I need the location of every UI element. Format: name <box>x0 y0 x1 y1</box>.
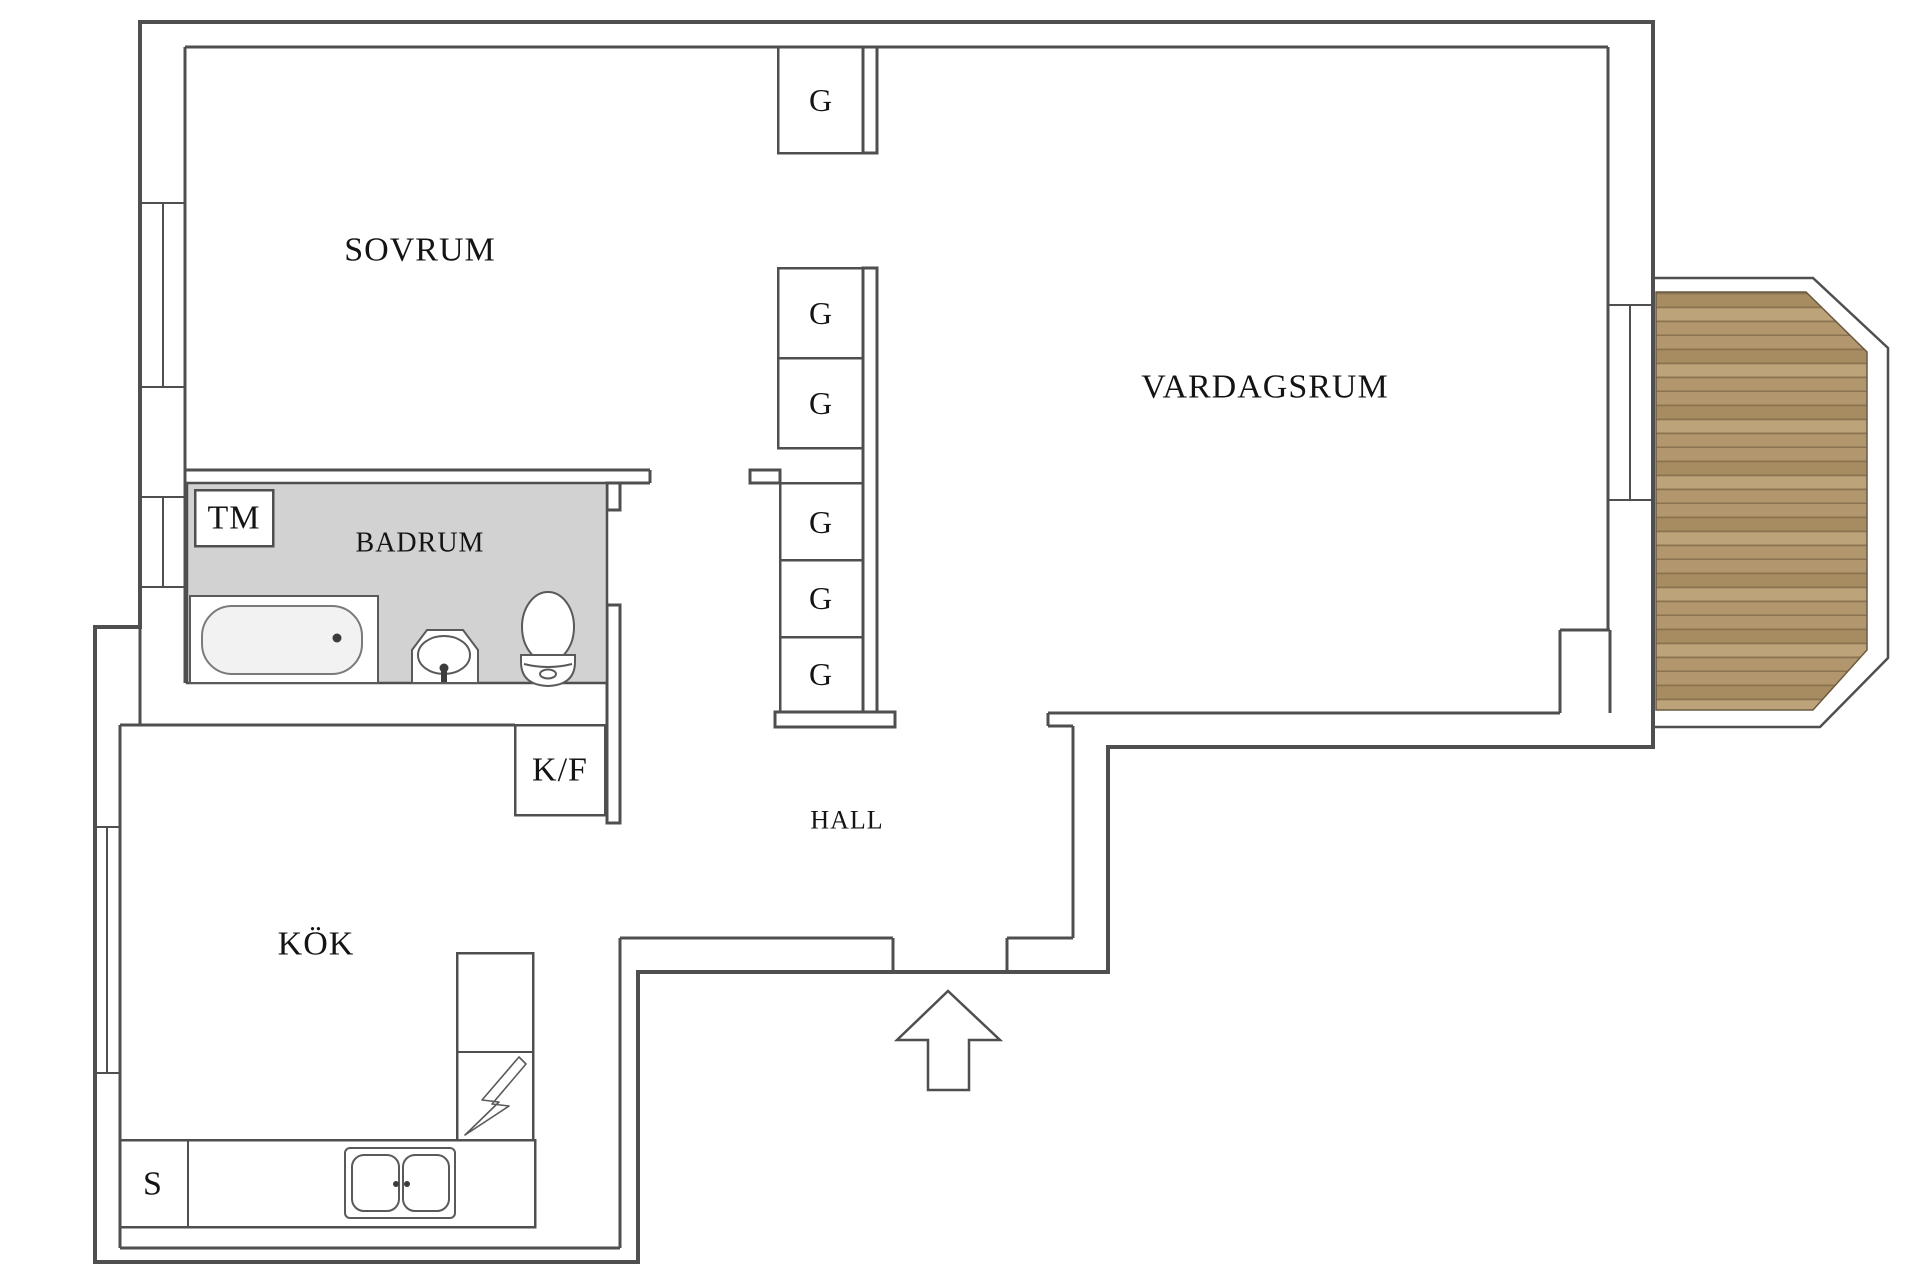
kitchen-label: KÖK <box>278 926 355 963</box>
hall-label: HALL <box>810 806 883 835</box>
pantry-label: S <box>143 1166 163 1203</box>
bedroom-label: SOVRUM <box>344 232 495 269</box>
entrance-arrow-icon <box>893 989 1004 1092</box>
balcony <box>1651 276 1890 729</box>
washing-machine-label: TM <box>208 500 261 537</box>
wardrobe-3-label: G <box>809 385 833 421</box>
wardrobe-1-label: G <box>809 82 833 118</box>
hall-wall-base <box>773 710 897 729</box>
outer-wall <box>93 20 1655 1264</box>
wardrobes: G G G G G G <box>748 45 897 729</box>
bathtub <box>189 595 379 684</box>
bedroom-window <box>140 202 185 388</box>
wardrobe-6 <box>778 635 865 714</box>
wardrobe-5-label: G <box>809 580 833 616</box>
fridge-freezer-label: K/F <box>532 752 588 789</box>
hall-wall-stub <box>748 468 782 485</box>
wardrobe-4-label: G <box>809 504 833 540</box>
kitchen: K/F S <box>118 723 607 1229</box>
kitchen-counter: S <box>118 1138 537 1229</box>
wardrobe-1 <box>776 45 865 155</box>
bathroom: TM BADRUM <box>185 481 609 688</box>
kitchen-window <box>95 826 120 1074</box>
stove-unit <box>455 951 535 1142</box>
kitchen-sink <box>344 1147 456 1219</box>
hall-east-wall <box>861 266 879 714</box>
balcony-deck <box>1655 291 1868 711</box>
balcony-door-window <box>1608 304 1653 501</box>
toilet <box>520 591 576 688</box>
windows <box>95 202 1653 1074</box>
wardrobe-3 <box>776 356 865 450</box>
wardrobe-5 <box>778 558 865 639</box>
wardrobe-2 <box>776 266 865 360</box>
bathroom-label: BADRUM <box>356 528 485 559</box>
washing-machine <box>193 488 275 548</box>
toilet-flush <box>539 668 557 680</box>
living-room-label: VARDAGSRUM <box>1141 369 1388 406</box>
bathtub-drain <box>332 633 342 643</box>
wardrobe-6-label: G <box>809 656 833 692</box>
bathroom-window <box>140 496 185 588</box>
bathroom-sink <box>411 629 479 684</box>
bedroom-east-wall-top <box>861 45 879 155</box>
inner-walls <box>118 45 1612 1250</box>
wardrobe-2-label: G <box>809 295 833 331</box>
lightning-icon <box>464 1056 527 1136</box>
fridge-freezer <box>513 723 607 817</box>
